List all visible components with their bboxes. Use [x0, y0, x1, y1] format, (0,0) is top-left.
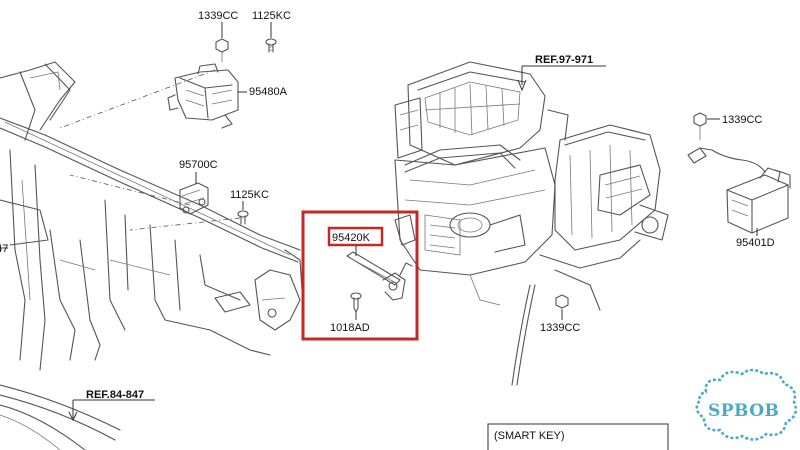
- label-95700c: 95700C: [179, 159, 218, 171]
- label-ref-97-971: REF.97-971: [535, 54, 593, 66]
- bracket-95420k: [346, 214, 416, 301]
- highlight-frame: [301, 210, 419, 341]
- label-1339cc-top: 1339CC: [198, 10, 238, 22]
- label-left-fragment: 847: [0, 243, 8, 255]
- label-95480a: 95480A: [249, 86, 288, 98]
- bolt-1125kc-mid-icon: [237, 210, 249, 225]
- bolt-1125kc-top-icon: [265, 38, 277, 53]
- module-95401d: [687, 147, 791, 234]
- label-smart-key: (SMART KEY): [494, 430, 565, 442]
- label-1125kc-top: 1125KC: [252, 10, 291, 22]
- screw-1018ad-icon: [350, 292, 362, 313]
- label-1125kc-mid: 1125KC: [230, 189, 269, 201]
- smart-key-box: [487, 423, 669, 450]
- label-1339cc-low: 1339CC: [540, 322, 580, 334]
- sensor-95700c: [179, 182, 209, 215]
- hvac-assembly: [394, 61, 669, 386]
- watermark-text: SPBOB: [708, 401, 779, 421]
- cowl-cross-bar-frame: [0, 61, 303, 450]
- module-95480a: [167, 63, 239, 129]
- nut-1339cc-top-icon: [215, 38, 229, 62]
- label-95401d: 95401D: [736, 237, 775, 249]
- label-ref-84-847: REF.84-847: [86, 389, 144, 401]
- label-1339cc-right: 1339CC: [722, 114, 762, 126]
- nut-1339cc-right-icon: [693, 112, 707, 140]
- label-1018ad: 1018AD: [330, 322, 370, 334]
- label-box-95420k: [327, 226, 384, 247]
- label-95420k: 95420K: [332, 232, 371, 244]
- spbob-watermark-logo: SPBOB: [695, 368, 797, 441]
